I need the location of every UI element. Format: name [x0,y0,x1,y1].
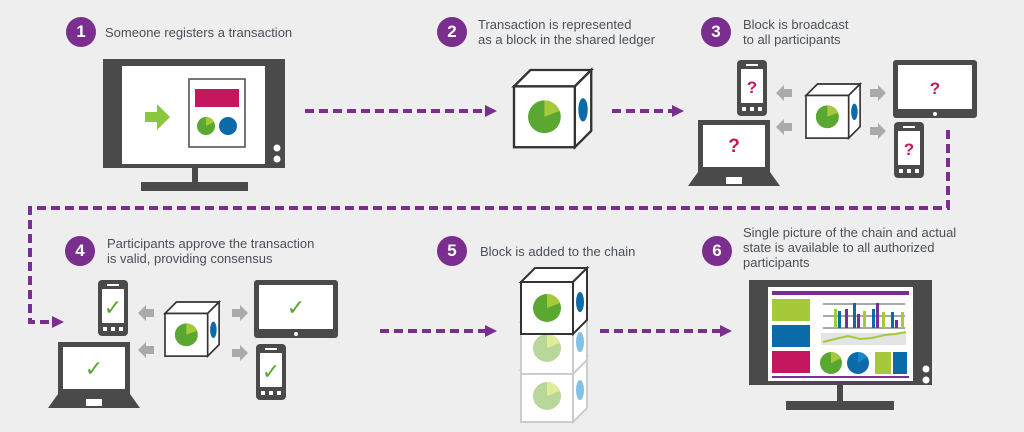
step-4-line-1: Participants approve the transaction [107,236,315,251]
step-1-badge: 1 [66,17,96,47]
arrow-right-icon [870,123,886,139]
chain-blocks-icon [520,267,588,423]
connector-4-to-5 [380,325,497,337]
block-cube-icon [805,83,861,139]
connector-5-to-6 [600,325,732,337]
step-2-line-1: Transaction is represented [478,17,632,32]
check-icon: ✓ [287,296,305,321]
arrow-right-icon [145,104,170,130]
step-4-badge: 4 [65,236,95,266]
step-3-line-2: to all participants [743,32,841,47]
phone-icon: ✓ [98,280,128,336]
laptop-icon: ? [688,120,780,186]
arrow-left-icon [138,342,154,358]
question-mark: ? [728,136,740,157]
step-5-badge: 5 [437,236,467,266]
step-6-badge: 6 [702,236,732,266]
step-5-text: Block is added to the chain [480,244,635,259]
phone-icon: ? [737,60,767,116]
step-1-text: Someone registers a transaction [105,25,292,40]
step-1-line-1: Someone registers a transaction [105,25,293,40]
block-cube-icon [512,68,593,149]
arrow-left-icon [776,85,792,101]
phone-icon: ✓ [256,344,286,400]
connector-3-to-4 [28,130,950,328]
step-2-line-2: as a block in the shared ledger [478,32,656,47]
step-3-badge: 3 [701,17,731,47]
tablet-icon: ✓ [254,280,338,338]
tablet-icon: ? [893,60,977,118]
arrow-left-icon [138,305,154,321]
arrow-right-icon [232,345,248,361]
step-4-text: Participants approve the transaction is … [107,236,314,266]
step-6-line-2: state is available to all authorized [743,240,935,255]
block-cube-icon [164,301,220,357]
check-icon: ✓ [104,296,122,321]
question-mark: ? [930,79,940,98]
broadcast-devices-icon: ? ? ? ? [688,60,977,186]
step-2-text: Transaction is represented as a block in… [478,17,655,47]
laptop-icon: ✓ [48,342,140,408]
step-5-line-1: Block is added to the chain [480,244,636,259]
step-6-line-3: participants [743,255,810,270]
phone-icon: ? [894,122,924,178]
arrow-right-icon [232,305,248,321]
arrow-left-icon [776,119,792,135]
check-icon: ✓ [262,360,280,385]
bar-chart-icon [823,303,905,329]
connector-1-to-2 [305,105,497,117]
arrow-right-icon [870,85,886,101]
line-chart-icon [822,331,907,343]
step-3-line-1: Block is broadcast [743,17,849,32]
monitor-with-document-icon [103,59,285,191]
step-3-text: Block is broadcast to all participants [743,17,849,47]
step-2-badge: 2 [437,17,467,47]
approval-devices-icon: ✓ ✓ ✓ ✓ [48,280,338,408]
block-cube-icon [520,267,588,335]
question-mark: ? [747,78,757,97]
dashboard-monitor-icon [749,280,932,410]
check-icon: ✓ [85,357,103,382]
step-6-line-1: Single picture of the chain and actual [743,225,957,240]
step-4-line-2: is valid, providing consensus [107,251,273,266]
connector-2-to-3 [612,105,684,117]
question-mark: ? [904,140,914,159]
step-6-text: Single picture of the chain and actual s… [743,225,956,270]
